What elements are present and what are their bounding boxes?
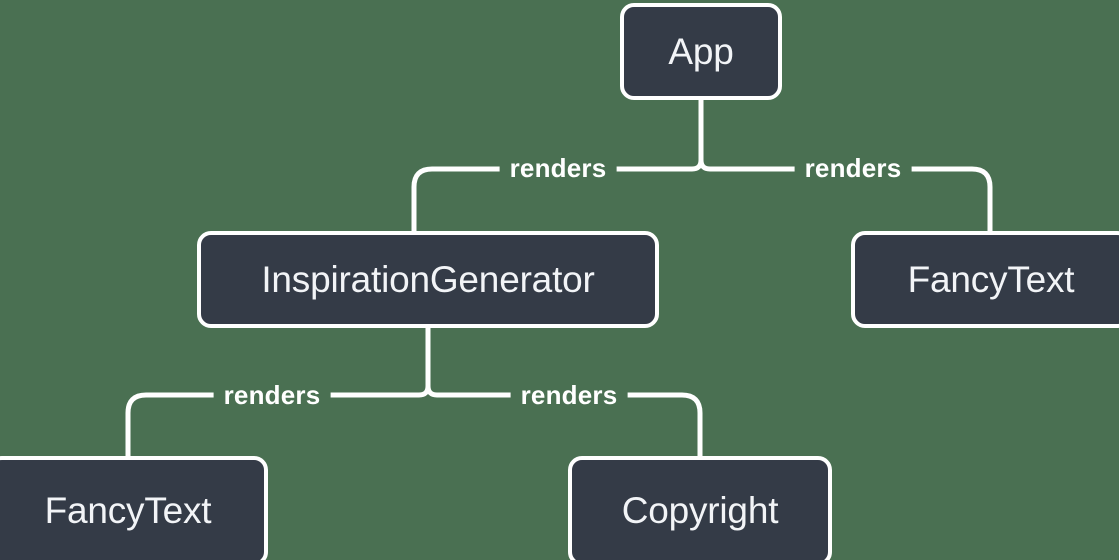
edge-inspiration-stem-left [418,328,431,398]
edge-label-inspiration-copyright: renders [510,382,628,408]
edge-app-to-inspiration [411,166,692,231]
node-fancytext-bottom-label: FancyText [44,490,212,531]
node-copyright[interactable]: Copyright [568,456,832,560]
node-fancytext-right-label: FancyText [907,258,1075,300]
edge-inspiration-stem-right [425,385,438,398]
edge-label-app-inspiration: renders [499,155,617,181]
edge-inspiration-to-fancytext-bottom [125,392,419,456]
node-inspirationgenerator[interactable]: InspirationGenerator [197,231,659,328]
node-app[interactable]: App [620,3,782,100]
edge-app-stem-right [698,159,711,172]
edge-inspiration-to-copyright [437,392,703,456]
edge-label-inspiration-fancytext-bottom: renders [213,382,331,408]
edge-label-app-fancytext-right: renders [794,155,912,181]
edge-app-stem [691,100,704,172]
edge-app-to-fancytext-right [710,166,993,231]
node-app-label: App [668,30,734,72]
node-copyright-label: Copyright [621,490,779,531]
node-inspirationgenerator-label: InspirationGenerator [261,258,595,300]
node-fancytext-bottom[interactable]: FancyText [0,456,268,560]
node-fancytext-right[interactable]: FancyText [851,231,1119,328]
